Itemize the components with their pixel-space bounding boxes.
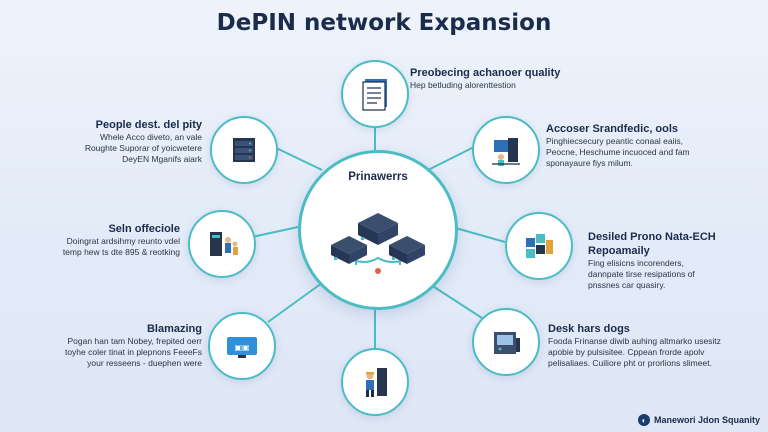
label-bottom-right-line-2: apobie by pulsisitee. Cppean frorde apol… [548,347,705,357]
link-top-right [427,144,479,171]
label-bottom-right-line-1: Fooda Frinanse diwib auhing altmarko use… [548,336,721,346]
node-bottom-right[interactable] [472,308,540,376]
label-top-left: People dest. del pity Whele Acco diveto,… [20,118,202,165]
document-icon [362,79,387,111]
label-top-right-line-2: Peocne, Heschume incuoced and fam [546,147,690,157]
node-right[interactable] [505,212,573,280]
hub-label: Prinawerrs [348,171,408,183]
data-blocks-icon [526,234,553,258]
page-title: DePIN network Expansion [216,10,552,36]
machine-icon [494,332,520,354]
label-bottom-left-line-2: toyhe coler tinat in plepnons FeeeFs [64,347,202,357]
label-top: Preobecing achanoer quality Hep betludin… [410,66,610,91]
label-top-right: Accoser Srandfedic, ools Pinghiecsecury … [546,122,756,169]
label-bottom-right-heading: Desk hars dogs [548,323,630,335]
footer-brand: ◐ Manewori Jdon Squanity [637,414,760,426]
hub-circle: Prinawerrs [298,150,458,310]
screen-logo-icon: ▣▣ [227,337,257,358]
server-rack-icon [233,138,255,162]
label-bottom-left-line-1: Pogan han tam Nobey, frepited oerr [67,336,202,346]
svg-text:▣▣: ▣▣ [234,343,249,352]
label-bottom-right-line-3: pelisaliaes. Cuiliore pht or prorlions s… [548,358,712,368]
label-top-left-line-2: Roughte Suporar of yoicwetere [84,143,202,153]
label-right: Desiled Prono Nata-ECH Repoamaily Fing e… [588,230,760,291]
label-right-line-2: dannpate tirse resipations of [588,269,695,279]
label-top-left-heading: People dest. del pity [95,119,202,131]
network-servers-icon [331,213,425,274]
label-bottom-left-heading: Blamazing [146,323,202,335]
people-server-icon [210,232,238,256]
label-top-left-line-1: Whele Acco diveto, an vale [99,132,202,142]
label-left-line-1: Doingrat ardsihmy reunto vdel [66,236,180,246]
footer-text: Manewori Jdon Squanity [653,415,760,425]
node-top[interactable] [341,60,409,128]
label-right-line-3: pnssnes car quasiry. [588,280,666,290]
worker-icon [366,368,387,397]
link-bottom-right [427,282,483,319]
label-top-line-1: Hep betluding alorenttestion [410,80,516,90]
node-top-right[interactable] [472,116,540,184]
node-left[interactable] [188,210,256,278]
label-right-heading: Desiled Prono Nata-ECH Repoamaily [588,231,716,257]
label-bottom-left-line-3: your resseens - duephen were [87,358,202,368]
label-right-line-1: Fing elisicns incorenders, [588,258,684,268]
brand-logo-icon: ◐ [637,414,650,426]
workstation-icon [492,138,520,166]
node-top-left[interactable] [210,116,278,184]
node-bottom-left[interactable]: ▣▣ [208,312,276,380]
link-top-left [269,144,323,171]
label-top-right-heading: Accoser Srandfedic, ools [546,123,679,135]
label-bottom-left: Blamazing Pogan han tam Nobey, frepited … [20,322,202,369]
link-right [451,226,506,243]
label-left-heading: Seln offeciole [108,223,180,235]
link-left [251,226,299,238]
label-top-right-line-3: sponayaure fiys milum. [546,158,633,168]
label-left: Seln offeciole Doingrat ardsihmy reunto … [20,222,180,258]
node-bottom[interactable] [341,348,409,416]
label-left-line-2: temp hew ts dte 895 & reotking [62,247,180,257]
label-top-left-line-3: DeyEN Mganifs aiark [122,154,202,164]
link-bottom-left [267,282,323,323]
label-top-heading: Preobecing achanoer quality [410,67,561,79]
label-bottom-right: Desk hars dogs Fooda Frinanse diwib auhi… [548,322,760,369]
label-top-right-line-1: Pinghiecsecury peantic conaal eaiis, [546,136,684,146]
